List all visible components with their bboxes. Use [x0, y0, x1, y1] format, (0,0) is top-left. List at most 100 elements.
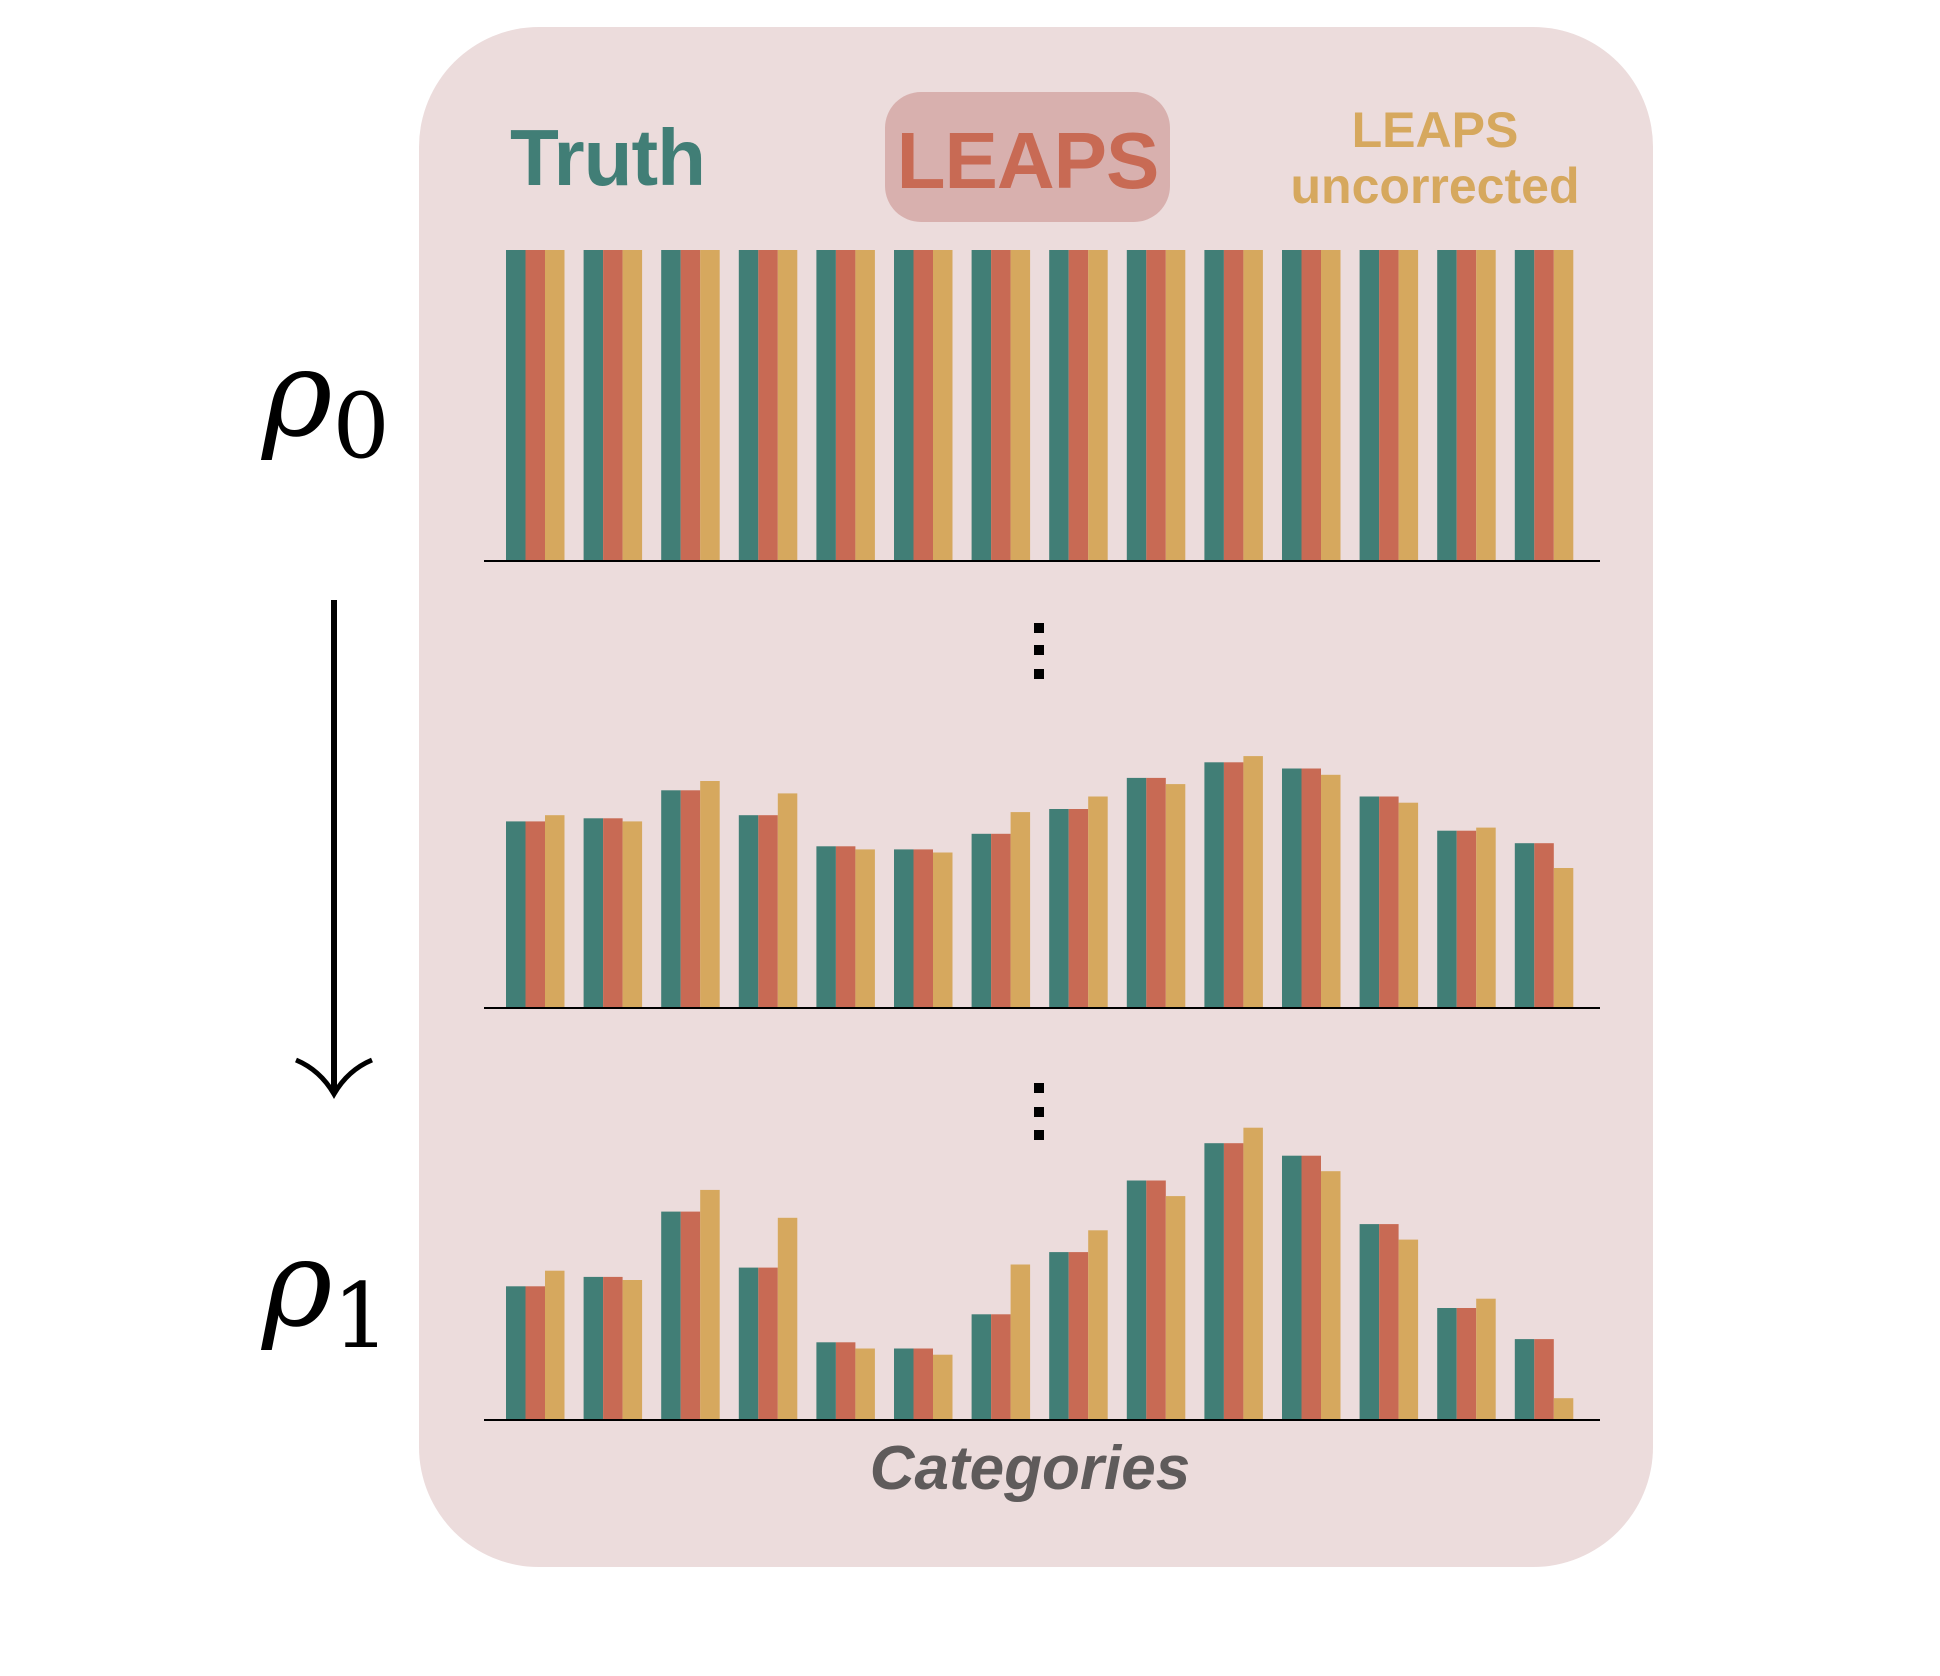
bar-truth-panel1-cat11	[1282, 250, 1302, 561]
bar-truth-panel1-cat5	[816, 250, 836, 561]
bar-leaps-panel3-cat4	[758, 1267, 778, 1420]
bar-leaps-panel2-cat8	[1068, 809, 1089, 1008]
bar-truth-panel1-cat8	[1049, 250, 1069, 561]
bar-uncorrected-panel3-cat1	[545, 1270, 565, 1420]
bar-leaps-panel3-cat6	[913, 1348, 933, 1420]
bar-uncorrected-panel2-cat10	[1243, 756, 1263, 1008]
bar-truth-panel2-cat5	[816, 846, 836, 1008]
bar-truth-panel1-cat9	[1126, 250, 1147, 561]
bar-leaps-panel2-cat7	[991, 833, 1011, 1008]
bar-uncorrected-panel1-cat10	[1243, 250, 1263, 561]
bar-uncorrected-panel2-cat8	[1088, 796, 1108, 1008]
bar-truth-panel3-cat1	[506, 1286, 526, 1420]
bar-truth-panel1-cat3	[661, 250, 681, 561]
bar-truth-panel2-cat1	[506, 821, 526, 1008]
bar-leaps-panel1-cat12	[1379, 250, 1399, 561]
bar-leaps-panel2-cat10	[1223, 762, 1244, 1008]
bar-truth-panel2-cat4	[738, 815, 759, 1008]
bar-uncorrected-panel1-cat9	[1165, 250, 1186, 561]
rho1-label: ρ1	[262, 1215, 390, 1369]
bar-truth-panel3-cat9	[1126, 1180, 1147, 1420]
leaps-legend-highlight	[885, 92, 1170, 222]
bar-leaps-panel2-cat14	[1534, 843, 1554, 1008]
bar-truth-panel1-cat13	[1437, 250, 1457, 561]
bar-truth-panel1-cat14	[1514, 250, 1535, 561]
bar-truth-panel3-cat6	[894, 1348, 914, 1420]
rho1-base: ρ	[262, 1215, 333, 1354]
bar-leaps-panel1-cat7	[991, 250, 1011, 561]
bar-uncorrected-panel2-cat11	[1321, 774, 1341, 1009]
bar-uncorrected-panel2-cat12	[1398, 802, 1419, 1008]
bar-leaps-panel1-cat3	[680, 250, 701, 561]
bar-leaps-panel1-cat14	[1534, 250, 1554, 561]
bar-leaps-panel3-cat11	[1301, 1155, 1321, 1420]
bar-leaps-panel3-cat10	[1223, 1143, 1244, 1420]
bar-uncorrected-panel1-cat1	[545, 250, 565, 561]
bar-uncorrected-panel2-cat9	[1165, 784, 1186, 1008]
x-axis-label: Categories	[869, 1434, 1191, 1503]
bar-truth-panel3-cat14	[1514, 1339, 1535, 1420]
bar-truth-panel2-cat14	[1514, 843, 1535, 1008]
bar-leaps-panel1-cat6	[913, 250, 933, 561]
bar-uncorrected-panel3-cat6	[933, 1354, 953, 1420]
bar-truth-panel2-cat11	[1282, 768, 1302, 1008]
bar-truth-panel3-cat13	[1437, 1308, 1457, 1420]
rho0-base: ρ	[262, 325, 333, 464]
bar-truth-panel1-cat12	[1359, 250, 1380, 561]
bar-truth-panel2-cat6	[894, 849, 914, 1008]
bar-panel-2	[484, 756, 1600, 1009]
bar-uncorrected-panel1-cat5	[855, 250, 875, 561]
ellipsis-dot-1-1	[1034, 623, 1044, 633]
bar-leaps-panel1-cat1	[525, 250, 545, 561]
legend-uncorrected-line2: uncorrected	[1290, 158, 1580, 214]
bar-panel-1	[484, 250, 1600, 562]
bar-uncorrected-panel2-cat13	[1476, 827, 1496, 1008]
bar-leaps-panel2-cat9	[1146, 777, 1166, 1008]
bar-truth-panel1-cat4	[738, 250, 759, 561]
bar-uncorrected-panel3-cat8	[1088, 1230, 1108, 1420]
bar-uncorrected-panel2-cat2	[622, 821, 643, 1008]
bar-truth-panel1-cat2	[583, 250, 604, 561]
bar-leaps-panel3-cat14	[1534, 1339, 1554, 1420]
bar-truth-panel3-cat10	[1204, 1143, 1224, 1420]
bar-uncorrected-panel1-cat8	[1088, 250, 1108, 561]
ellipsis-dot-1-3	[1034, 669, 1044, 679]
bar-truth-panel2-cat9	[1126, 777, 1147, 1008]
bar-uncorrected-panel2-cat3	[700, 781, 720, 1008]
bar-truth-panel3-cat8	[1049, 1252, 1069, 1420]
bar-uncorrected-panel2-cat7	[1010, 812, 1031, 1008]
bar-uncorrected-panel1-cat14	[1553, 250, 1574, 561]
bar-leaps-panel1-cat4	[758, 250, 778, 561]
bar-uncorrected-panel1-cat4	[777, 250, 798, 561]
legend-leaps: LEAPS	[896, 116, 1160, 205]
bar-leaps-panel2-cat4	[758, 815, 778, 1008]
bar-truth-panel2-cat8	[1049, 809, 1069, 1008]
bar-truth-panel3-cat11	[1282, 1155, 1302, 1420]
bar-uncorrected-panel1-cat12	[1398, 250, 1419, 561]
bar-leaps-panel3-cat3	[680, 1211, 701, 1420]
bar-leaps-panel2-cat3	[680, 790, 701, 1008]
bar-leaps-panel3-cat8	[1068, 1252, 1089, 1420]
bar-leaps-panel1-cat5	[835, 250, 856, 561]
bar-leaps-panel1-cat13	[1456, 250, 1477, 561]
bar-leaps-panel1-cat10	[1223, 250, 1244, 561]
bar-uncorrected-panel3-cat10	[1243, 1127, 1263, 1420]
bar-leaps-panel3-cat5	[835, 1342, 856, 1421]
bar-uncorrected-panel3-cat2	[622, 1280, 643, 1420]
bar-uncorrected-panel1-cat13	[1476, 250, 1496, 561]
bar-leaps-panel2-cat6	[913, 849, 933, 1008]
bar-uncorrected-panel2-cat1	[545, 815, 565, 1008]
rho0-label: ρ0	[262, 325, 390, 479]
bar-truth-panel3-cat4	[738, 1267, 759, 1420]
bar-uncorrected-panel3-cat9	[1165, 1196, 1186, 1420]
bar-leaps-panel3-cat2	[603, 1276, 623, 1420]
bar-leaps-panel2-cat11	[1301, 768, 1321, 1008]
bar-uncorrected-panel2-cat14	[1553, 868, 1574, 1008]
bar-truth-panel3-cat12	[1359, 1224, 1380, 1420]
bar-leaps-panel2-cat2	[603, 818, 623, 1008]
bar-leaps-panel1-cat8	[1068, 250, 1089, 561]
ellipsis-dot-2-3	[1034, 1130, 1044, 1140]
bar-panel-3	[484, 1127, 1600, 1421]
bar-truth-panel2-cat12	[1359, 796, 1380, 1008]
bar-truth-panel1-cat6	[894, 250, 914, 561]
